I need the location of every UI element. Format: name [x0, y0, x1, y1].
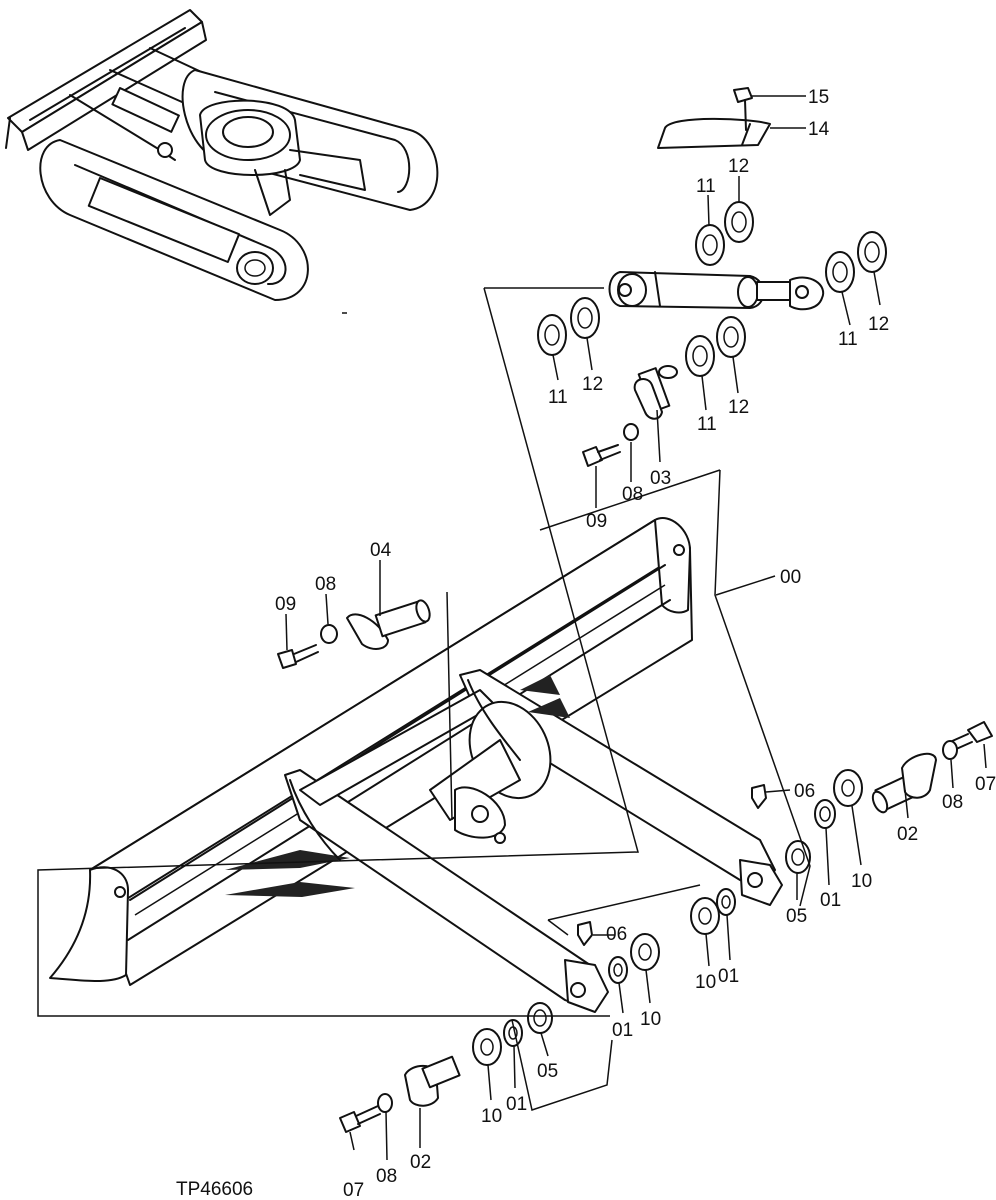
grease-fitting-06-right [751, 784, 767, 809]
callout-06: 06 [606, 924, 627, 945]
callout-11: 11 [697, 414, 717, 435]
callout-01: 01 [506, 1094, 527, 1115]
callout-01: 01 [718, 966, 739, 987]
callout-01: 01 [820, 890, 841, 911]
shim-01-right [814, 799, 836, 829]
lock-washer-right [942, 740, 958, 760]
callout-labels: 15 14 12 11 11 12 11 12 11 12 03 08 09 0… [275, 87, 996, 1199]
callout-12: 12 [868, 314, 889, 335]
lock-washer-lower [377, 1093, 393, 1113]
callout-12: 12 [582, 374, 603, 395]
callout-01: 01 [612, 1020, 633, 1041]
hex-bolt-lower [339, 1105, 381, 1133]
lock-washer-left [320, 624, 338, 644]
callout-14: 14 [808, 119, 830, 140]
dozer-blade-assembly [49, 517, 783, 1013]
callout-15: 15 [808, 87, 829, 108]
callout-00: 00 [780, 567, 801, 588]
hex-bolt-left [277, 644, 319, 669]
callout-11: 11 [548, 387, 568, 408]
blade-cylinder [608, 271, 825, 311]
callout-02: 02 [897, 824, 918, 845]
figure-id-label: TP46606 [176, 1179, 254, 1200]
hex-bolt-upper [582, 444, 621, 467]
washers-10-01-center [690, 888, 736, 935]
hex-bolt-right [949, 721, 993, 751]
assembly-group-lines [37, 287, 811, 1111]
callout-02: 02 [410, 1152, 431, 1173]
callout-09: 09 [275, 594, 296, 615]
grease-fitting-06-left [577, 921, 593, 946]
callout-10: 10 [851, 871, 872, 892]
callout-06: 06 [794, 781, 815, 802]
blade-pin-left [346, 599, 431, 650]
callout-12: 12 [728, 156, 749, 177]
callout-12: 12 [728, 397, 749, 418]
callout-07: 07 [343, 1180, 364, 1199]
leader-lines [285, 95, 987, 1161]
washers-10-01-left-upper [608, 933, 660, 984]
callout-10: 10 [481, 1106, 502, 1127]
callout-09: 09 [586, 511, 607, 532]
arm-pin-left [404, 1055, 461, 1107]
callout-11: 11 [696, 176, 716, 197]
excavator-overview-illustration [5, 9, 439, 301]
callout-08: 08 [622, 484, 643, 505]
callout-08: 08 [315, 574, 336, 595]
callout-04: 04 [370, 540, 392, 561]
callout-08: 08 [376, 1166, 397, 1187]
washers-10-01-left-lower [472, 1019, 523, 1066]
arm-pin-right [871, 752, 937, 814]
cylinder-cover [657, 117, 771, 149]
cover-bolt [733, 87, 753, 131]
lock-washer-upper [623, 423, 639, 441]
cylinder-pin [633, 365, 678, 420]
callout-07: 07 [975, 774, 996, 795]
callout-05: 05 [786, 906, 807, 927]
callout-03: 03 [650, 468, 671, 489]
washer-10-right [833, 769, 863, 807]
washers [537, 201, 887, 377]
callout-05: 05 [537, 1061, 558, 1082]
callout-10: 10 [695, 972, 716, 993]
callout-11: 11 [838, 329, 858, 350]
callout-08: 08 [942, 792, 963, 813]
callout-10: 10 [640, 1009, 661, 1030]
bushing-05-left [527, 1002, 553, 1034]
